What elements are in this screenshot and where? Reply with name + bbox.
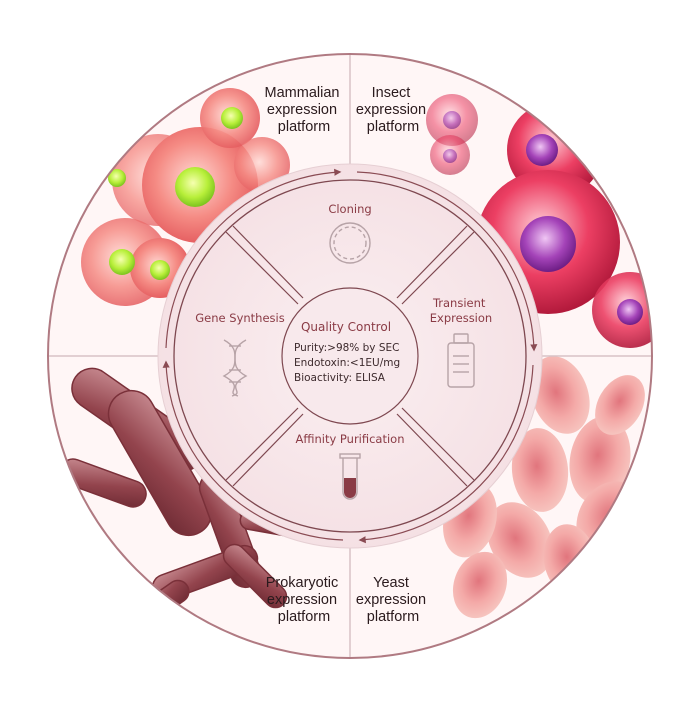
yeast-platform-label: Yeast expression platform	[356, 575, 430, 625]
media-bottle-icon	[447, 333, 475, 388]
affinity-purification-label: Affinity Purification	[295, 432, 404, 446]
outer-ring-border	[47, 53, 653, 659]
cloning-label: Cloning	[328, 202, 371, 216]
workflow-disk	[157, 163, 543, 549]
mammalian-platform-label: Mammalian expression platform	[265, 85, 344, 135]
cycle-arrow-sw	[162, 360, 344, 541]
platform-labels: Mammalian expression platform Insect exp…	[265, 85, 430, 625]
gene-synthesis-label: Gene Synthesis	[195, 311, 284, 325]
quality-control-circle	[281, 287, 419, 425]
plasmid-ring-icon	[329, 222, 371, 264]
test-tube-icon	[339, 453, 361, 500]
outer-ring-illustrations	[48, 54, 652, 658]
dna-helix-icon	[222, 339, 248, 397]
cycle-arrow-ne	[356, 171, 538, 352]
yeast-cells-illustration	[443, 356, 645, 619]
transient-expression-label: Transient Expression	[430, 296, 492, 325]
prokaryotic-platform-label: Prokaryotic expression platform	[266, 575, 343, 625]
cycle-arrow-se	[358, 364, 534, 544]
quality-control-specs: Purity:>98% by SEC Endotoxin:<1EU/mg Bio…	[294, 342, 404, 384]
bacteria-illustration	[59, 367, 301, 643]
insect-platform-label: Insect expression platform	[356, 85, 430, 135]
cycle-arrow-nw	[165, 168, 342, 349]
quality-control-title: Quality Control	[301, 320, 391, 334]
